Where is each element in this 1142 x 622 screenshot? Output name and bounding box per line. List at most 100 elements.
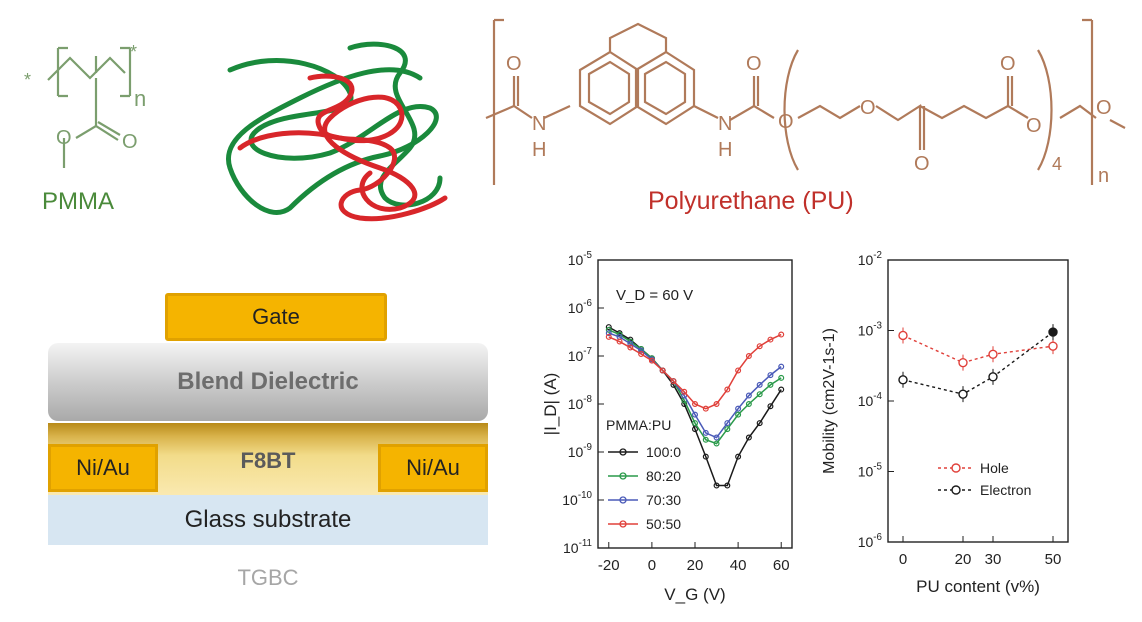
data-point bbox=[605, 326, 612, 333]
tick-label: 10-6 bbox=[568, 298, 593, 316]
tick-label: 10-10 bbox=[562, 490, 592, 508]
x-tick-label: 50 bbox=[1045, 551, 1062, 568]
series-line-80:20 bbox=[608, 329, 782, 445]
legend-marker bbox=[619, 496, 627, 504]
legend-entry: 50:50 bbox=[646, 516, 681, 532]
legend-title: PMMA:PU bbox=[606, 417, 671, 433]
x-tick-label: 60 bbox=[773, 557, 790, 574]
data-point bbox=[958, 389, 968, 399]
data-point bbox=[692, 401, 699, 408]
data-point bbox=[778, 386, 785, 393]
data-point bbox=[713, 434, 720, 441]
pu-repeat-4: 4 bbox=[1052, 154, 1062, 174]
legend-entry: 80:20 bbox=[646, 468, 681, 484]
pu-ether-o: O bbox=[1096, 97, 1112, 119]
data-point bbox=[713, 482, 720, 489]
tick-label: 10-5 bbox=[568, 250, 593, 268]
pu-ester-o-1: O bbox=[778, 111, 794, 133]
data-point bbox=[988, 349, 998, 359]
data-point bbox=[692, 411, 699, 418]
data-point bbox=[778, 363, 785, 370]
data-point bbox=[670, 378, 677, 385]
plot-frame bbox=[887, 259, 1069, 543]
pu-ester-o-3: O bbox=[1026, 115, 1042, 137]
data-point bbox=[638, 347, 645, 354]
data-point bbox=[767, 403, 774, 410]
data-point bbox=[1048, 327, 1058, 337]
x-tick-label: 30 bbox=[985, 551, 1002, 568]
series-line-50:50 bbox=[608, 333, 782, 410]
dielectric-label: Blend Dielectric bbox=[177, 368, 359, 395]
data-point bbox=[605, 324, 612, 331]
tick-label: 10-8 bbox=[568, 394, 593, 412]
glass-substrate: Glass substrate bbox=[48, 495, 488, 545]
x-tick-label: 20 bbox=[687, 557, 704, 574]
data-point bbox=[702, 429, 709, 436]
source-contact-label: Ni/Au bbox=[76, 455, 130, 480]
pu-carbonyl-o-2: O bbox=[746, 53, 762, 75]
data-point bbox=[745, 352, 752, 359]
polymer-blend-illustration bbox=[226, 41, 448, 222]
data-point bbox=[958, 357, 968, 368]
data-point bbox=[648, 357, 655, 364]
legend-marker bbox=[619, 520, 627, 528]
vd-annotation: V_D = 60 V bbox=[616, 287, 693, 304]
legend-marker bbox=[619, 448, 627, 456]
drain-contact: Ni/Au bbox=[378, 444, 488, 492]
tick-label: 10-4 bbox=[858, 391, 883, 409]
tick-label: 10-11 bbox=[563, 538, 592, 556]
device-caption: TGBC bbox=[237, 565, 299, 590]
data-point bbox=[767, 372, 774, 379]
data-point bbox=[898, 375, 908, 385]
data-point bbox=[713, 440, 720, 447]
data-point bbox=[756, 343, 763, 350]
data-point bbox=[692, 426, 699, 433]
data-point bbox=[605, 333, 612, 340]
red-chain-2 bbox=[307, 73, 448, 222]
data-point bbox=[735, 453, 742, 460]
pu-nitrogen-2: N bbox=[718, 113, 732, 135]
tick-label: 10-9 bbox=[568, 442, 592, 460]
legend-marker bbox=[951, 463, 961, 473]
x-tick-label: 0 bbox=[648, 557, 656, 574]
series-line-Electron bbox=[902, 331, 1054, 395]
data-point bbox=[627, 340, 634, 347]
data-point bbox=[638, 351, 645, 358]
series-line-Hole bbox=[902, 334, 1054, 364]
tick-label: 10-7 bbox=[568, 346, 592, 364]
source-contact: Ni/Au bbox=[48, 444, 158, 492]
data-point bbox=[616, 338, 623, 345]
pmma-label: PMMA bbox=[42, 188, 114, 215]
data-point bbox=[767, 336, 774, 343]
pu-hydrogen-2: H bbox=[718, 139, 732, 161]
series-line-70:30 bbox=[608, 332, 782, 439]
pu-carbonyl-o-3: O bbox=[914, 153, 930, 175]
data-point bbox=[767, 381, 774, 388]
data-point bbox=[605, 330, 612, 337]
tick-label: 10-6 bbox=[858, 532, 883, 550]
blend-dielectric-layer: Blend Dielectric bbox=[48, 343, 488, 421]
data-point bbox=[735, 405, 742, 412]
pmma-oxygen-carbonyl: O bbox=[122, 131, 138, 153]
tick-label: 10-3 bbox=[858, 321, 883, 339]
pmma-star-right: * bbox=[130, 42, 137, 62]
pu-ester-o-2: O bbox=[860, 97, 876, 119]
pu-nitrogen-1: N bbox=[532, 113, 546, 135]
pu-carbonyl-o-1: O bbox=[506, 53, 522, 75]
legend-entry: 100:0 bbox=[646, 444, 681, 460]
drain-contact-label: Ni/Au bbox=[406, 455, 460, 480]
data-point bbox=[1048, 341, 1058, 351]
x-tick-label: 0 bbox=[899, 551, 907, 568]
pu-carbonyl-o-4: O bbox=[1000, 53, 1016, 75]
data-point bbox=[756, 420, 763, 427]
data-point bbox=[692, 420, 699, 427]
tick-label: 10-2 bbox=[858, 250, 882, 268]
data-point bbox=[702, 405, 709, 412]
x-axis-label: PU content (v%) bbox=[916, 577, 1040, 596]
data-point bbox=[659, 367, 666, 374]
data-point bbox=[627, 344, 634, 351]
data-point bbox=[681, 388, 688, 395]
pu-repeat-n: n bbox=[1098, 165, 1109, 185]
